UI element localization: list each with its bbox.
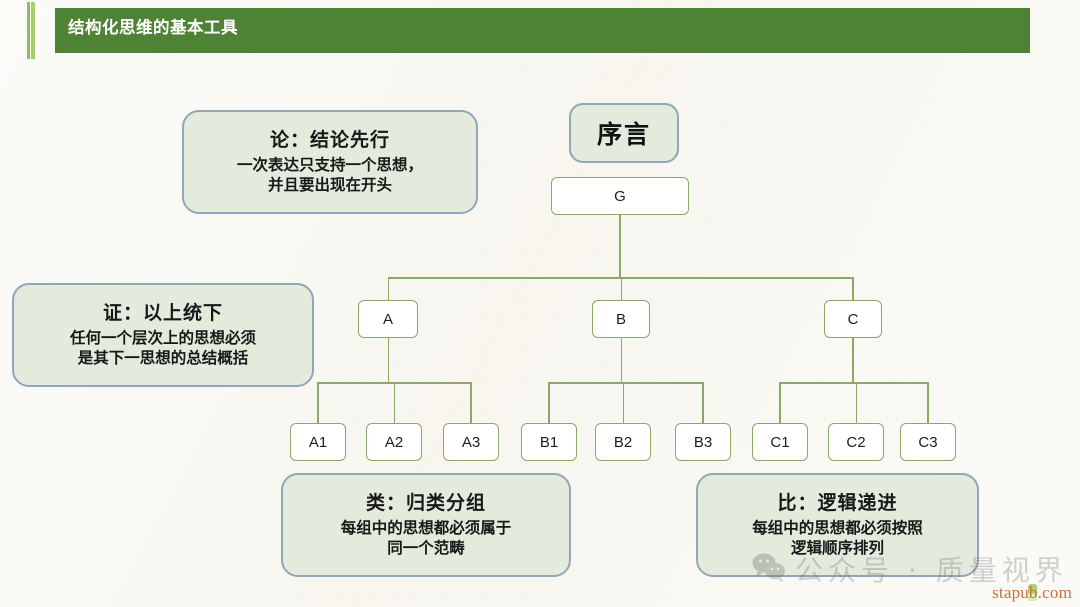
header-bar [55,8,1030,53]
tree-node-a2[interactable]: A2 [366,423,422,461]
page-title: 结构化思维的基本工具 [68,19,238,37]
callout-bi-line2: 逻辑顺序排列 [790,539,884,557]
tree-node-a1[interactable]: A1 [290,423,346,461]
callout-lei-line2: 同一个范畴 [387,539,465,557]
connector-to-b1 [548,382,550,424]
connector-to-c1 [779,382,781,424]
connector-to-a1 [317,382,319,424]
callout-zheng[interactable]: 证：以上统下 任何一个层次上的思想必须 是其下一思想的总结概括 [12,283,314,387]
tree-node-b1[interactable]: B1 [521,423,577,461]
callout-lun-title: 论：结论先行 [269,129,390,151]
callout-lun-line2: 并且要出现在开头 [267,176,392,194]
callout-zheng-title: 证：以上统下 [102,302,223,324]
callout-zheng-line2: 是其下一思想的总结概括 [77,349,249,367]
callout-lei-title: 类：归类分组 [365,492,486,514]
callout-lei[interactable]: 类：归类分组 每组中的思想都必须属于 同一个范畴 [281,473,571,577]
connector-to-a [387,277,390,301]
tree-node-b3[interactable]: B3 [675,423,731,461]
leaf-icon [1028,584,1037,601]
callout-lun-line1: 一次表达只支持一个思想， [236,156,423,174]
connector-to-c3 [927,382,929,424]
connector-b-down [620,338,623,383]
tree-node-a3[interactable]: A3 [443,423,499,461]
connector-to-c [852,277,854,301]
callout-zheng-line1: 任何一个层次上的思想必须 [69,329,256,347]
tree-node-b[interactable]: B [592,300,650,338]
tree-node-a[interactable]: A [358,300,418,338]
callout-bi-title: 比：逻辑递进 [777,492,898,514]
tree-node-preface[interactable]: 序言 [569,103,679,163]
connector-a-down [387,338,390,383]
callout-bi[interactable]: 比：逻辑递进 每组中的思想都必须按照 逻辑顺序排列 [696,473,979,577]
connector-to-c2 [855,382,858,424]
connector-to-b2 [622,382,625,424]
connector-to-b [620,277,623,301]
tree-node-g[interactable]: G [551,177,689,215]
footer-brand: stapub.com [992,583,1072,602]
connector-to-b3 [702,382,704,424]
connector-bus-b [548,382,703,384]
tree-node-c[interactable]: C [824,300,882,338]
connector-to-a3 [470,382,472,424]
connector-bus-c [779,382,928,384]
connector-g-down [619,215,621,278]
callout-lei-line1: 每组中的思想都必须属于 [340,519,512,537]
callout-lun[interactable]: 论：结论先行 一次表达只支持一个思想， 并且要出现在开头 [182,110,478,214]
header-accent-bar [26,2,39,59]
connector-bus-level2 [388,277,852,279]
callout-bi-line1: 每组中的思想都必须按照 [752,519,923,537]
tree-node-c1[interactable]: C1 [752,423,808,461]
connector-c-down [852,338,854,383]
connector-to-a2 [393,382,396,424]
tree-node-c3[interactable]: C3 [900,423,956,461]
tree-node-b2[interactable]: B2 [595,423,651,461]
tree-node-c2[interactable]: C2 [828,423,884,461]
